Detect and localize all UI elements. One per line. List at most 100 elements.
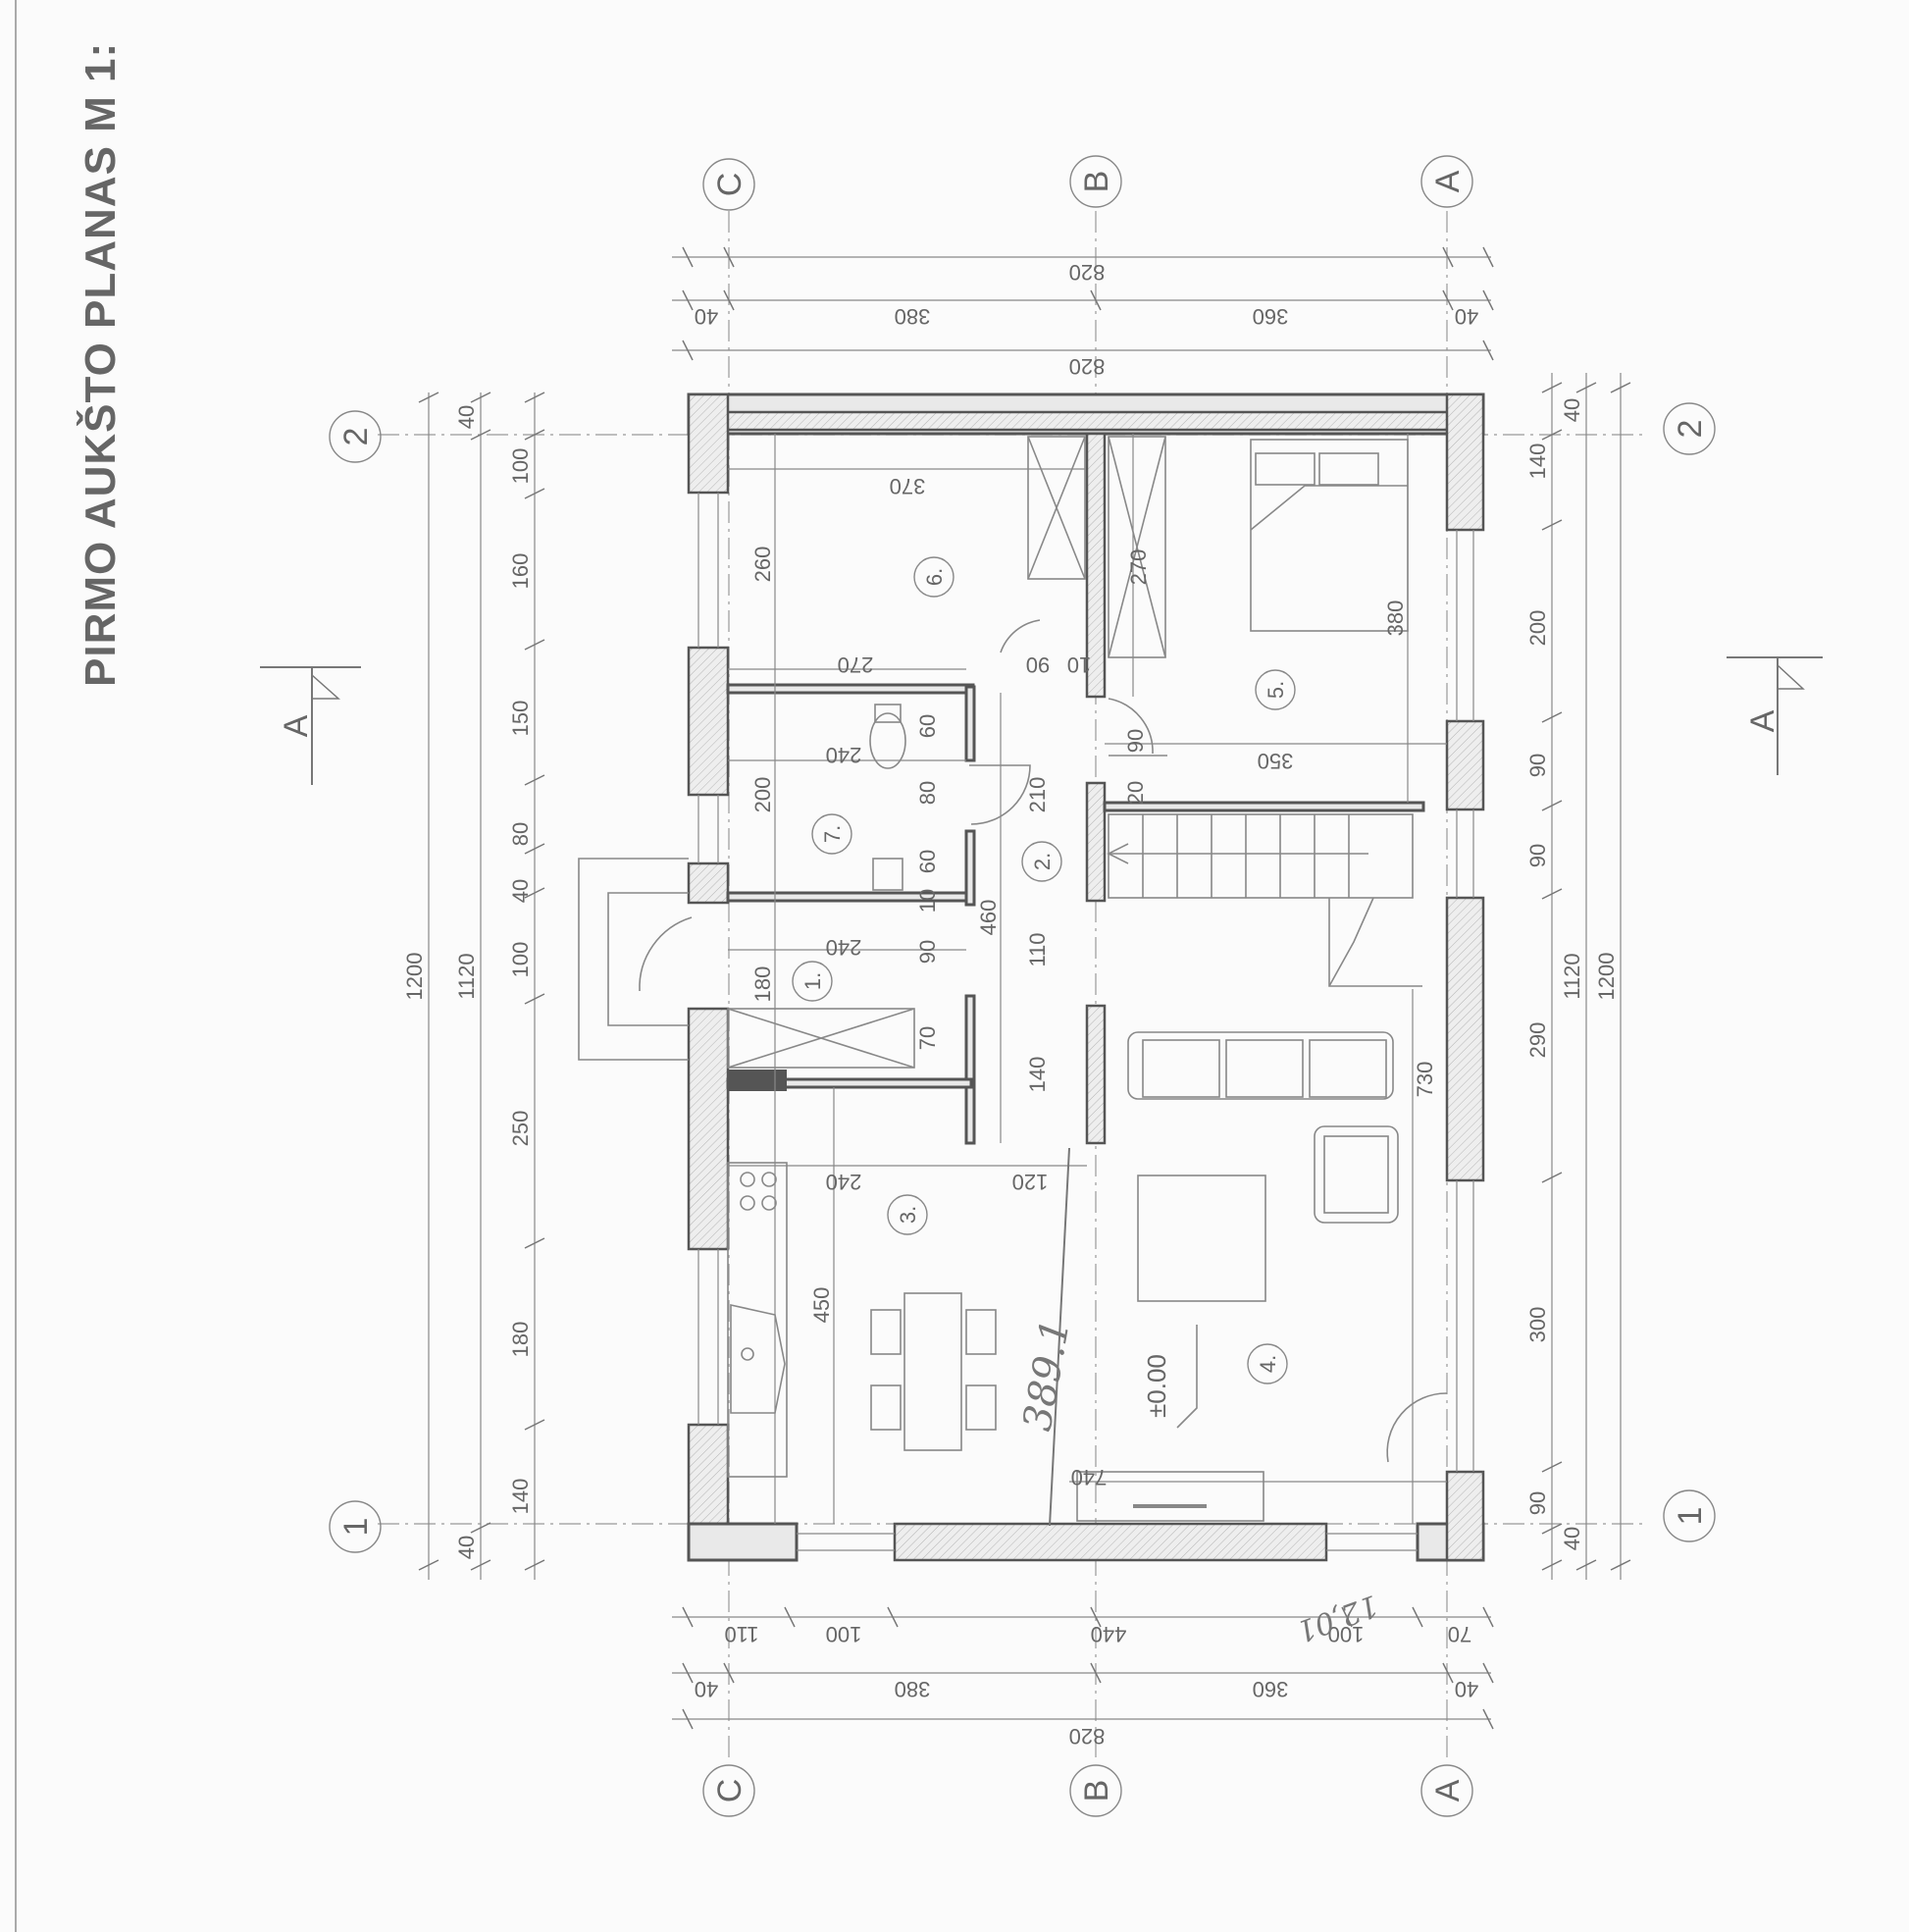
room-5-label: 5.: [1264, 681, 1288, 699]
section-mark-right: A: [1727, 656, 1823, 775]
room-1: 1.: [792, 961, 833, 1002]
dim-right-end-bottom: 40: [1560, 1527, 1584, 1550]
dim-r1-w: 240: [826, 935, 862, 960]
dim-top-total-outer: 820: [1069, 260, 1106, 285]
dim-right-chain-4: 90: [1525, 844, 1550, 867]
axis-c-top: C: [702, 158, 755, 211]
dim-right-total-outer: 1200: [1594, 953, 1619, 1001]
dim-right-chain-7: 90: [1525, 1491, 1550, 1515]
handwritten-area: 389.1: [1015, 1316, 1079, 1435]
axis-b-bottom-label: B: [1078, 1780, 1115, 1802]
room-6-label: 6.: [922, 568, 947, 586]
grid-bubbles: C B A C B A 2 1 2 1: [329, 155, 1716, 1817]
room-labels: 1. 2. 3. 4. 5. 6. 7.: [792, 556, 1296, 1384]
dim-corr-460: 460: [976, 900, 1001, 936]
axis-b-top-label: B: [1078, 171, 1115, 193]
furniture: [727, 436, 1409, 1522]
axis-c-bottom-label: C: [711, 1779, 748, 1803]
dim-top-part-4: 40: [1455, 304, 1478, 329]
dim-d10b: 10: [915, 889, 940, 913]
dim-left-chain-8: 180: [508, 1322, 533, 1358]
axis-2-right-label: 2: [1672, 420, 1709, 439]
axis-a-top-label: A: [1429, 170, 1467, 192]
room-7-label: 7.: [820, 825, 845, 843]
floor-elevation: ±0.00: [1142, 1354, 1171, 1418]
axis-2-left: 2: [329, 410, 382, 463]
room-4: 4.: [1247, 1343, 1288, 1384]
dim-top-total-inner: 820: [1069, 354, 1106, 379]
dim-corr-110: 110: [1025, 932, 1050, 966]
dim-right-chain-2: 200: [1525, 610, 1550, 647]
dim-right-total-inner: 1120: [1560, 953, 1584, 999]
room-3-label: 3.: [896, 1206, 920, 1224]
room-5: 5.: [1255, 669, 1296, 710]
inner-dim-texts: 370 260 270 270 380 350 240 200 240 180 …: [750, 474, 1437, 1489]
dim-bottom-2-b: 380: [895, 1677, 931, 1701]
dim-corr-210: 210: [1025, 777, 1050, 813]
dim-bottom-1-c: 440: [1091, 1622, 1127, 1646]
dim-left-end-top: 40: [454, 405, 479, 429]
dim-d80: 80: [915, 781, 940, 805]
dim-d90c: 90: [915, 940, 940, 964]
dim-left-chain-9: 140: [508, 1479, 533, 1515]
axis-b-bottom: B: [1069, 1764, 1122, 1817]
axis-1-right: 1: [1663, 1489, 1716, 1542]
dim-r3-b: 120: [1012, 1170, 1049, 1194]
axis-1-right-label: 1: [1672, 1507, 1709, 1526]
dim-d10a: 10: [1067, 653, 1091, 677]
axis-2-left-label: 2: [337, 428, 375, 446]
section-mark-right-label: A: [1744, 709, 1781, 732]
dim-d70: 70: [915, 1026, 940, 1050]
dim-right-end-top: 40: [1560, 398, 1584, 422]
dim-top-part-2: 380: [895, 304, 931, 329]
section-mark-left-label: A: [278, 714, 315, 737]
room-2: 2.: [1021, 841, 1062, 882]
dim-r7-w: 240: [826, 743, 862, 767]
axis-c-bottom: C: [702, 1764, 755, 1817]
room-2-label: 2.: [1030, 853, 1055, 870]
axis-1-left-label: 1: [337, 1518, 375, 1537]
dim-right-chain-5: 290: [1525, 1022, 1550, 1059]
dim-bottom-1-e: 70: [1448, 1622, 1471, 1646]
dim-top-part-1: 40: [695, 304, 718, 329]
dim-left-total-outer: 1200: [402, 953, 427, 1001]
staircase: [1107, 813, 1422, 987]
axis-2-right: 2: [1663, 402, 1716, 455]
room-7: 7.: [811, 813, 852, 855]
dim-d90b: 90: [1123, 729, 1148, 753]
dim-d60b: 60: [915, 850, 940, 873]
room-3: 3.: [887, 1194, 928, 1235]
room-1-label: 1.: [800, 972, 825, 990]
dimension-texts: 820 40 380 360 40 820 110 100 440 100 70…: [402, 260, 1619, 1749]
axis-b-top: B: [1069, 155, 1122, 208]
room-4-label: 4.: [1256, 1355, 1280, 1373]
dim-right-chain-1: 140: [1525, 444, 1550, 480]
dim-r4-b: 740: [1071, 1465, 1108, 1489]
axis-a-bottom-label: A: [1429, 1779, 1467, 1801]
doors: [578, 619, 1448, 1463]
dim-r6-b: 270: [838, 653, 874, 677]
dimension-lines: [418, 246, 1631, 1730]
dim-left-end-bottom: 40: [454, 1536, 479, 1559]
dim-r3-w: 240: [826, 1170, 862, 1194]
dim-bottom-2-c: 360: [1253, 1677, 1289, 1701]
dim-left-total-inner: 1120: [454, 953, 479, 999]
dim-left-chain-7: 250: [508, 1111, 533, 1147]
dim-bottom-1-b: 100: [826, 1622, 862, 1646]
dim-bottom-total: 820: [1069, 1724, 1106, 1749]
dim-bottom-2-a: 40: [695, 1677, 718, 1701]
dim-left-chain-2: 160: [508, 553, 533, 590]
dim-r5-h: 380: [1383, 600, 1408, 637]
dim-left-chain-6: 100: [508, 942, 533, 978]
walls: [687, 392, 1485, 1562]
dim-right-chain-3: 90: [1525, 754, 1550, 777]
inner-dim-lines: [728, 434, 1447, 1524]
dim-r5-b: 350: [1258, 749, 1294, 773]
axis-c-top-label: C: [711, 173, 748, 197]
dim-left-chain-5: 40: [508, 879, 533, 903]
dim-r6-h: 260: [750, 547, 775, 583]
dim-left-chain-1: 100: [508, 448, 533, 485]
dim-left-chain-3: 150: [508, 701, 533, 737]
dim-d20: 20: [1123, 781, 1148, 805]
